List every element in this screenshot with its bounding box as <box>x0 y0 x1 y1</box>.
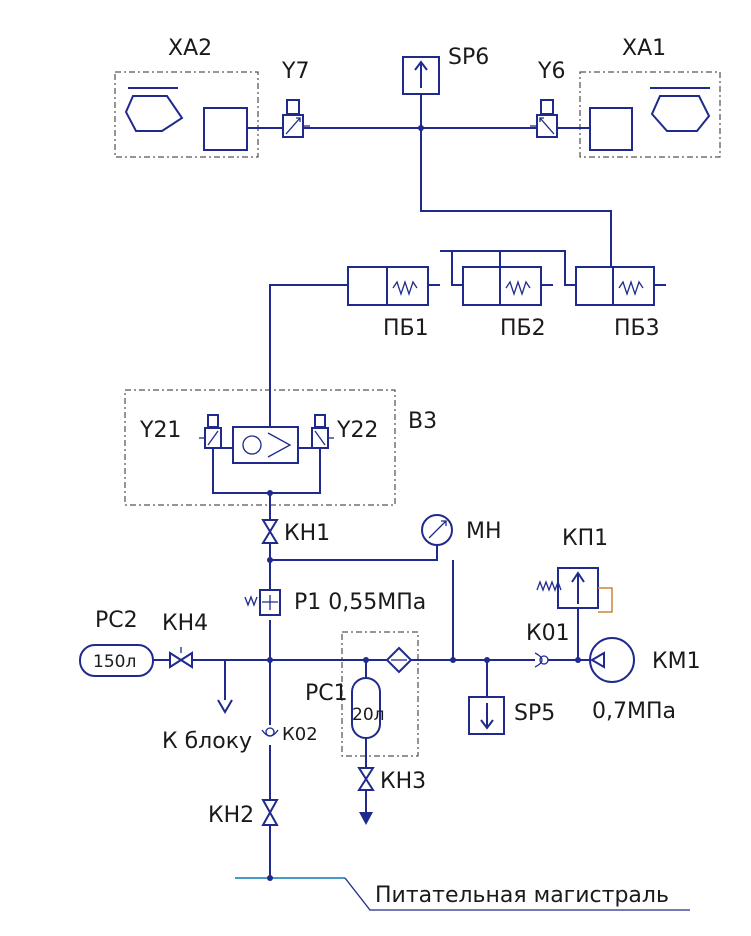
km1-pressure: 0,7МПа <box>592 699 676 724</box>
k01-check-valve: К01 <box>526 621 570 668</box>
supply-line-label: Питательная магистраль <box>375 883 669 908</box>
xa2-assembly: XA2 <box>114 36 259 158</box>
to-block-outlet: К блоку <box>162 660 252 754</box>
sp6-sensor: SP6 <box>402 45 489 128</box>
k02-label: К02 <box>282 724 318 745</box>
sp5-label: SP5 <box>514 701 555 726</box>
kn3-valve: КН3 <box>357 738 426 825</box>
rs2-receiver: 150л РС2 <box>79 608 154 677</box>
kn4-valve: КН4 <box>162 611 208 669</box>
v3-block: В3 Y21 Y22 <box>124 285 437 506</box>
kp1-relief-valve: КП1 <box>536 526 613 660</box>
y6-label: Y6 <box>537 59 565 84</box>
kn2-valve: КН2 <box>208 799 279 828</box>
pb3-label: ПБ3 <box>614 316 660 341</box>
p1-label: Р1 0,55МПа <box>294 590 426 615</box>
rs2-volume: 150л <box>93 652 136 672</box>
mn-label: МН <box>466 519 502 544</box>
pb1-cylinder: ПБ1 <box>347 266 440 341</box>
kn1-valve: КН1 <box>261 519 330 546</box>
kp1-label: КП1 <box>562 526 608 551</box>
y7-label: Y7 <box>281 59 309 84</box>
pb1-label: ПБ1 <box>383 316 429 341</box>
sp6-label: SP6 <box>448 45 489 70</box>
kn3-label: КН3 <box>380 769 426 794</box>
k01-label: К01 <box>526 621 570 646</box>
rs1-volume: 20л <box>352 705 385 725</box>
to-block-label: К блоку <box>162 729 252 754</box>
xa1-assembly: XA1 <box>579 36 721 158</box>
k02-check-valve: К02 <box>261 724 318 745</box>
kn4-label: КН4 <box>162 611 208 636</box>
kn1-label: КН1 <box>284 521 330 546</box>
y7-valve: Y7 <box>281 59 310 138</box>
pb3-cylinder: ПБ3 <box>575 266 666 341</box>
pb2-label: ПБ2 <box>500 316 546 341</box>
rs1-assembly: 20л РС1 <box>305 631 419 757</box>
sp5-sensor: SP5 <box>468 660 555 735</box>
km1-label: КМ1 <box>652 649 701 674</box>
p1-regulator: Р1 0,55МПа <box>244 589 426 616</box>
supply-line: Питательная магистраль <box>235 875 690 911</box>
v3-label: В3 <box>408 409 437 434</box>
xa1-label: XA1 <box>622 36 666 61</box>
y6-valve: Y6 <box>530 59 565 138</box>
y22-label: Y22 <box>336 418 378 443</box>
rs2-label: РС2 <box>95 608 138 633</box>
kn2-label: КН2 <box>208 803 254 828</box>
mn-gauge: МН <box>421 514 502 546</box>
y21-label: Y21 <box>139 418 181 443</box>
rs1-label: РС1 <box>305 681 348 706</box>
xa2-label: XA2 <box>168 36 212 61</box>
pb2-cylinder: ПБ2 <box>462 266 553 341</box>
km1-compressor: КМ1 0,7МПа <box>589 637 701 724</box>
